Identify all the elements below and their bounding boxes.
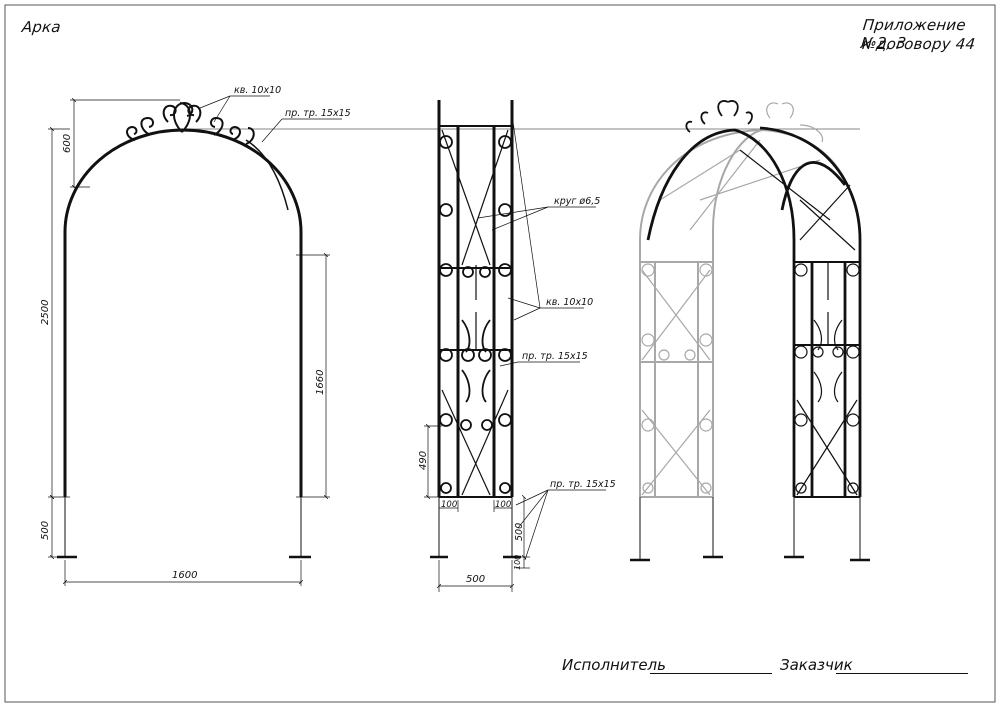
dim-base-plate: 100 xyxy=(513,555,522,570)
front-dimension-lines xyxy=(48,100,330,586)
side-panel-scrolls xyxy=(439,135,512,494)
dim-panel-module: 490 xyxy=(418,451,429,470)
label-round-bar: круг ø6,5 xyxy=(554,196,600,207)
rear-arch-ghost xyxy=(639,128,846,498)
dim-ground-left: 500 xyxy=(40,521,51,540)
drawing-title: Арка xyxy=(21,18,62,36)
dim-ground-mid: 500 xyxy=(514,523,525,541)
dim-leg-inner: 1660 xyxy=(315,370,326,395)
side-panel-lattice xyxy=(441,129,509,496)
front-elevation: кв. 10х10 пр. тр. 15х15 600 2500 1660 50… xyxy=(40,85,351,586)
rear-lattice-ghost xyxy=(641,102,824,496)
dim-post-left: 100 xyxy=(441,500,457,510)
label-pipe-3: пр. тр. 15х15 xyxy=(550,479,616,490)
side-panel-posts xyxy=(437,100,514,497)
customer-label: Заказчик xyxy=(780,656,853,674)
dim-depth: 500 xyxy=(466,574,485,585)
side-leader-lines xyxy=(477,114,606,561)
front-arch-dark xyxy=(646,126,862,497)
executor-label: Исполнитель xyxy=(562,656,666,674)
front-arch-frame xyxy=(63,128,303,497)
dim-total-height: 2500 xyxy=(40,300,51,325)
executor-signature-line[interactable] xyxy=(650,673,772,674)
front-crest-scrolls xyxy=(126,101,289,211)
label-sq-bar-2: кв. 10х10 xyxy=(546,297,593,308)
label-sq-bar-1: кв. 10х10 xyxy=(234,85,281,96)
side-panel-rails xyxy=(439,125,512,498)
front-panel-rails xyxy=(794,261,860,498)
perspective-base-plates xyxy=(630,555,870,562)
appendix-line-2: к договору 44 xyxy=(861,35,977,53)
side-panel-view: круг ø6,5 кв. 10х10 пр. тр. 15х15 пр. тр… xyxy=(418,100,616,592)
label-pipe-2: пр. тр. 15х15 xyxy=(522,351,588,362)
label-pipe-1: пр. тр. 15х15 xyxy=(285,108,351,119)
side-dimension-lines xyxy=(424,426,530,592)
perspective-legs xyxy=(639,497,861,560)
front-leader-lines xyxy=(199,95,342,143)
dim-crown-height: 600 xyxy=(62,134,73,153)
perspective-view xyxy=(630,100,870,562)
sheet-frame xyxy=(4,4,996,703)
customer-signature-line[interactable] xyxy=(836,673,968,674)
dim-width: 1600 xyxy=(172,570,197,581)
perspective-crest xyxy=(685,100,753,133)
front-panel-lattice xyxy=(739,149,860,496)
dim-post-right: 100 xyxy=(495,500,511,510)
